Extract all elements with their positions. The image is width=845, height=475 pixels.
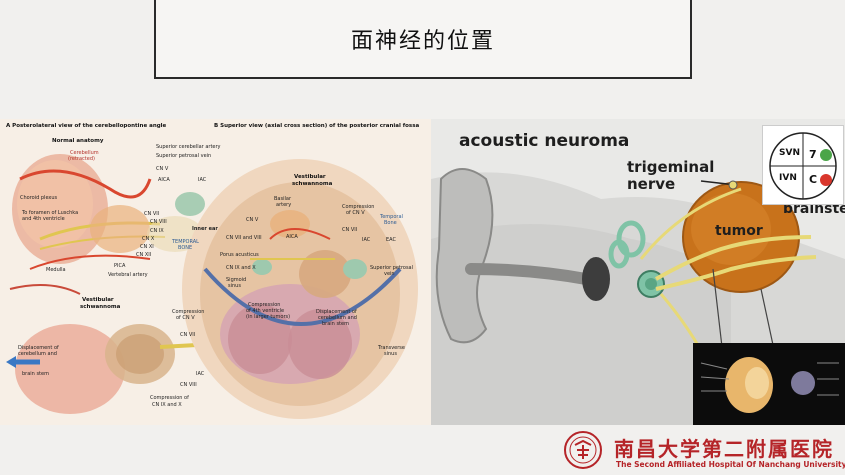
cochlear-label: C: [809, 173, 818, 186]
label-b-of-4th: of 4th ventricle: [246, 308, 285, 314]
label-b-cn-ix-x: CN IX and X: [226, 265, 256, 271]
cochlear-nerve-dot: [820, 174, 832, 186]
label-b-sigmoid: Sigmoid: [226, 277, 247, 283]
trigeminal-line1: trigeminal: [627, 158, 715, 176]
label-b-artery: artery: [276, 202, 292, 208]
label-a2-iac: IAC: [196, 371, 205, 377]
label-b-cn-vii: CN VII: [342, 227, 358, 233]
inset-illustration: [700, 357, 839, 413]
label-b-compression4: Compression: [248, 302, 281, 308]
label-a2-brain-stem: brain stem: [22, 371, 49, 377]
label-cerebellum-retracted: (retracted): [68, 156, 95, 162]
label-cn-vii: CN VII: [144, 211, 160, 217]
label-b-cerebellum-and: cerebellum and: [318, 315, 357, 321]
label-a2-displacement: Displacement of: [18, 345, 59, 351]
label-b-porus: Porus acusticus: [220, 252, 259, 258]
label-cn-v: CN V: [156, 166, 169, 172]
label-b-temporal: Temporal: [380, 214, 403, 220]
label-iac: IAC: [198, 177, 207, 183]
label-b-cn-vii-viii: CN VII and VIII: [226, 235, 262, 241]
label-foramen: To foramen of Luschka: [22, 210, 79, 216]
label-temporal: TEMPORAL: [172, 239, 199, 245]
label-b-transverse: Transverse: [378, 345, 405, 351]
label-a2-compression2: Compression of: [150, 395, 189, 401]
facial-nerve-dot: [820, 149, 832, 161]
label-b-displacement: Displacement of: [316, 309, 357, 315]
label-cn-ix: CN IX: [150, 228, 164, 234]
label-cn-x: CN X: [142, 236, 155, 242]
label-medulla: Medulla: [46, 267, 66, 273]
anatomy-illustration: [6, 154, 418, 419]
label-a2-cn-vii: CN VII: [180, 332, 196, 338]
label-cn-viii: CN VIII: [150, 219, 167, 225]
label-b-larger: (in larger tumors): [246, 314, 291, 320]
acoustic-neuroma-panel: acoustic neuroma trigeminal nerve brains…: [431, 119, 845, 425]
label-inner-ear: Inner ear: [192, 226, 218, 232]
label-b-aica: AICA: [286, 234, 298, 240]
label-b-schwannoma: schwannoma: [292, 181, 333, 187]
label-aica: AICA: [158, 177, 170, 183]
hospital-name-en: The Second Affiliated Hospital Of Nancha…: [616, 460, 845, 469]
mri-inset-image: [693, 343, 845, 425]
ivn-label: IVN: [779, 173, 797, 183]
label-choroid: Choroid plexus: [20, 195, 58, 201]
label-a2-vestibular: Vestibular: [82, 297, 114, 303]
label-b-spv: Superior petrosal: [370, 265, 414, 271]
trigeminal-line2: nerve: [627, 175, 676, 193]
label-spv: Superior petrosal vein: [156, 153, 212, 159]
label-vertebral: Vertebral artery: [108, 272, 148, 278]
label-b-sinus: sinus: [228, 283, 241, 289]
label-a2-compression: Compression: [172, 309, 205, 315]
nerve-cross-section-diagram: SVN IVN 7 C: [762, 125, 844, 205]
label-b-basilar: Basilar: [274, 196, 291, 202]
label-b-compression: Compression: [342, 204, 375, 210]
normal-anatomy-label: Normal anatomy: [52, 138, 104, 144]
label-bone: BONE: [178, 245, 193, 251]
label-a2-of-cn-v: of CN V: [176, 315, 195, 321]
label-b-cn-v: CN V: [246, 217, 259, 223]
label-cn-xii: CN XII: [136, 252, 152, 258]
hospital-logo-icon: [564, 431, 602, 469]
label-a2-cn-ix-x: CN IX and X: [152, 402, 182, 408]
label-cn-xi: CN XI: [140, 244, 154, 250]
slide-title-box: 面神经的位置: [154, 0, 692, 79]
label-4th-ventricle: and 4th ventricle: [22, 216, 65, 222]
label-b-vestibular: Vestibular: [294, 174, 326, 180]
anatomy-illustration-panel: A Posterolateral view of the cerebellopo…: [0, 119, 431, 425]
tumor-label: tumor: [715, 223, 763, 239]
slide-title: 面神经的位置: [350, 28, 495, 54]
brainstem-label: brainste: [783, 201, 845, 217]
label-cerebellum: Cerebellum: [70, 150, 99, 156]
cn7-label: 7: [809, 148, 817, 161]
panel-b-header: B Superior view (axial cross section) of…: [214, 123, 420, 129]
label-b-of-cn-v: of CN V: [346, 210, 365, 216]
nerve-cross-section-circle: [769, 132, 837, 200]
label-b-vein: vein: [384, 271, 395, 277]
label-sca: Superior cerebellar artery: [156, 144, 221, 150]
label-a2-cn-viii: CN VIII: [180, 382, 197, 388]
trigeminal-nerve-label: trigeminal nerve: [627, 159, 714, 193]
hospital-name-cn: 南昌大学第二附属医院: [614, 437, 834, 461]
label-pica: PICA: [114, 263, 126, 269]
label-a2-cerebellum-and: cerebellum and: [18, 351, 57, 357]
footer: 南昌大学第二附属医院 The Second Affiliated Hospita…: [0, 425, 845, 475]
label-b-sinus2: sinus: [384, 351, 397, 357]
label-b-iac: IAC: [362, 237, 371, 243]
label-a2-schwannoma: schwannoma: [80, 304, 121, 310]
panel-a-header: A Posterolateral view of the cerebellopo…: [6, 123, 167, 129]
label-b-brain-stem: brain stem: [322, 321, 349, 327]
label-b-eac: EAC: [386, 237, 396, 243]
svn-label: SVN: [779, 148, 800, 158]
label-b-bone: Bone: [384, 220, 397, 226]
acoustic-neuroma-title: acoustic neuroma: [459, 131, 630, 151]
